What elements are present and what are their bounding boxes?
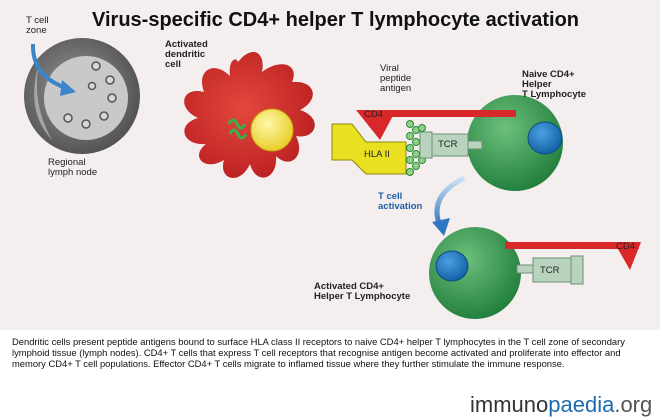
immunopaedia-logo: immunopaedia.org	[470, 392, 652, 418]
page-title: Virus-specific CD4+ helper T lymphocyte …	[92, 9, 580, 31]
hla-ii-label: HLA II	[364, 149, 390, 160]
cd4-bottom-label: CD4	[616, 241, 636, 252]
naive-t-cell-icon	[467, 95, 563, 191]
activation-line-1: T cell	[378, 191, 403, 202]
tcr-top-receptor	[419, 131, 483, 159]
activated-dendritic-cell-label: Activated dendritic cell	[165, 40, 208, 70]
viral-line-1: Viral	[380, 63, 399, 74]
dendritic-cell-icon	[184, 51, 315, 178]
activated-cd4-line-1: Activated CD4+	[314, 281, 384, 292]
hla-ii-receptor	[331, 123, 407, 175]
t-cell-activation-label: T cell activation	[378, 192, 422, 212]
tcr-bottom-label: TCR	[540, 265, 560, 276]
cd4-top-receptor	[362, 110, 516, 117]
logo-part-1: immuno	[470, 392, 549, 417]
viral-peptide-antigen-label: Viral peptide antigen	[380, 64, 411, 94]
viral-line-3: antigen	[380, 83, 412, 94]
logo-part-3: .org	[614, 392, 653, 417]
logo-part-2: paedia	[548, 392, 615, 417]
naive-line-2: Helper	[522, 79, 552, 90]
cd4-top-wedge	[356, 110, 396, 140]
viral-line-2: peptide	[380, 73, 412, 84]
caption-text: Dendritic cells present peptide antigens…	[12, 336, 625, 369]
dendritic-line-3: cell	[165, 59, 181, 70]
caption-area	[0, 332, 660, 420]
regional-lymph-node-label: Regional lymph node	[48, 158, 97, 178]
cd4-bottom-wedge	[614, 242, 641, 270]
cd4-bottom-receptor	[505, 242, 639, 249]
naive-line-3: T Lymphocyte	[522, 89, 587, 100]
dendritic-line-1: Activated	[165, 39, 208, 50]
activation-arrowhead-icon	[432, 218, 450, 236]
activation-arrow-icon	[434, 175, 466, 227]
dendritic-line-2: dendritic	[165, 49, 206, 60]
tcr-bottom-receptor	[516, 255, 584, 285]
diagram-svg	[24, 38, 641, 319]
naive-t-cell-nucleus-icon	[527, 121, 563, 155]
activated-cd4-helper-label: Activated CD4+ Helper T Lymphocyte	[314, 282, 410, 302]
lymph-node-icon	[24, 38, 140, 154]
cd4-top-label: CD4	[364, 109, 384, 120]
regional-lymph-node-line-2: lymph node	[48, 167, 98, 178]
t-cell-zone-line-1: T cell	[26, 15, 49, 26]
t-cell-zone-line-2: zone	[26, 25, 47, 36]
naive-cd4-helper-label: Naive CD4+ Helper T Lymphocyte	[522, 70, 586, 100]
activated-cd4-line-2: Helper T Lymphocyte	[314, 291, 411, 302]
naive-line-1: Naive CD4+	[522, 69, 575, 80]
diagram-panel: Virus-specific CD4+ helper T lymphocyte …	[0, 0, 660, 330]
activation-line-2: activation	[378, 201, 423, 212]
activated-t-cell-nucleus-icon	[435, 250, 469, 282]
t-cell-zone-arrowhead-icon	[60, 80, 76, 96]
regional-lymph-node-line-1: Regional	[48, 157, 86, 168]
t-cell-zone-arrow-icon	[30, 43, 67, 90]
activated-t-cell-icon	[429, 227, 521, 319]
tcr-top-label: TCR	[438, 139, 458, 150]
t-cell-zone-label: T cell zone	[26, 16, 49, 36]
